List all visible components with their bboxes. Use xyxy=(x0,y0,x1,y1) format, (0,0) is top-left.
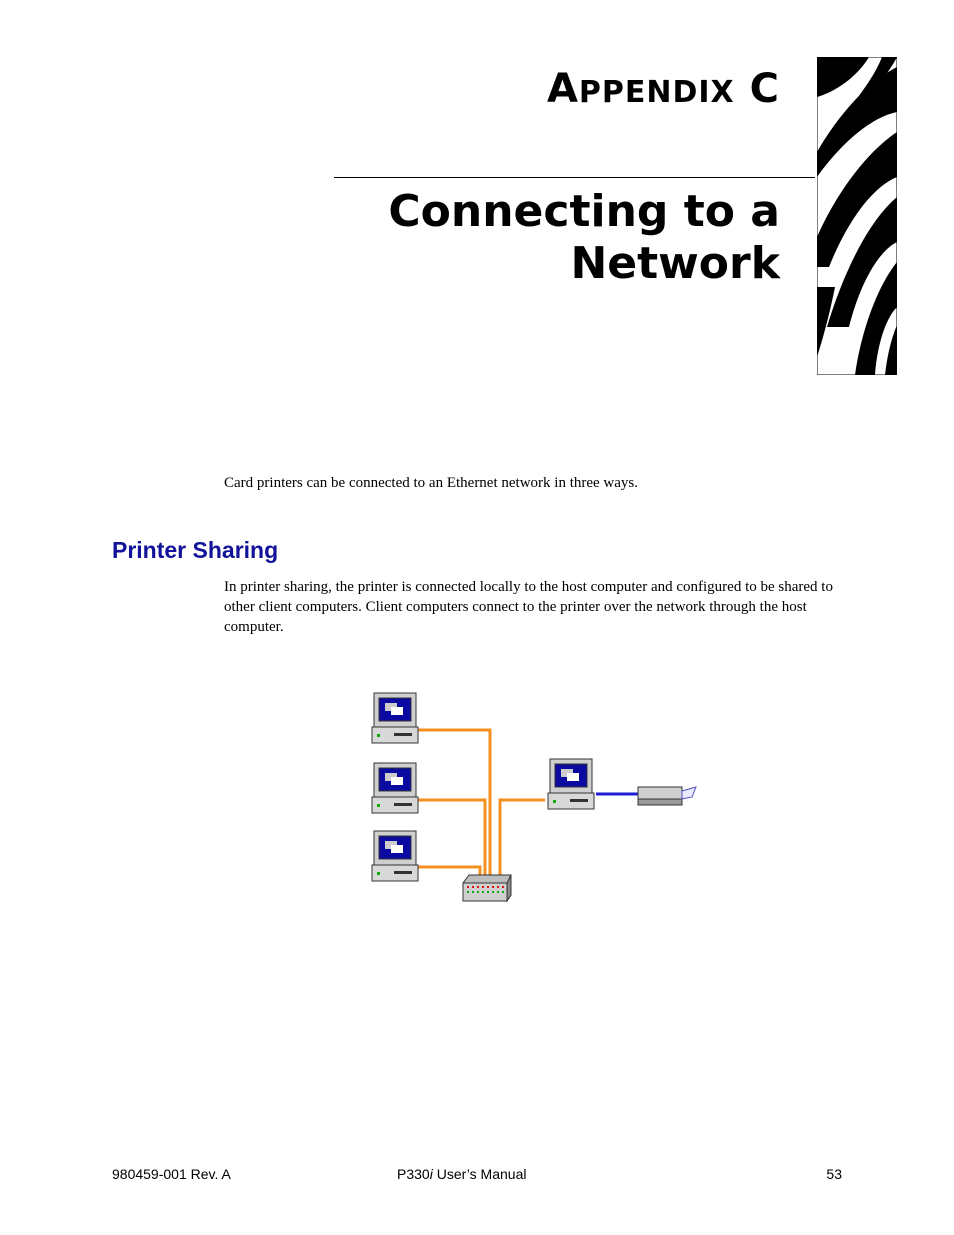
page-number: 53 xyxy=(826,1166,842,1182)
section-heading: Printer Sharing xyxy=(112,537,279,563)
title-divider xyxy=(334,177,815,178)
network-hub-icon xyxy=(462,874,512,903)
footer-manual-word: User’s Manual xyxy=(432,1166,527,1182)
network-cables xyxy=(418,728,545,875)
host-computer-icon xyxy=(547,758,595,810)
zebra-stripe-logo xyxy=(817,57,897,375)
footer-doc-number: 980459-001 Rev. A xyxy=(112,1166,231,1182)
client-computer-icon xyxy=(371,692,419,744)
page-title-line-2: Network xyxy=(570,238,780,289)
section-paragraph: In printer sharing, the printer is conne… xyxy=(224,579,833,635)
appendix-first-letter: A xyxy=(546,66,579,112)
footer-model: P330 xyxy=(397,1166,430,1182)
page-title-line-1: Connecting to a xyxy=(388,186,780,237)
footer-manual-title: P330i User’s Manual xyxy=(397,1166,526,1182)
appendix-letter: C xyxy=(749,66,780,112)
appendix-label: APPENDIX C xyxy=(547,66,780,112)
printer-sharing-diagram xyxy=(371,692,697,903)
client-computer-icon xyxy=(371,830,419,882)
card-printer-icon xyxy=(637,786,697,806)
intro-paragraph: Card printers can be connected to an Eth… xyxy=(224,475,639,491)
footer-model-suffix: i xyxy=(429,1166,433,1182)
client-computer-icon xyxy=(371,762,419,814)
page-title: Connecting to a Network xyxy=(320,186,780,290)
appendix-word: PPENDIX xyxy=(578,75,735,110)
